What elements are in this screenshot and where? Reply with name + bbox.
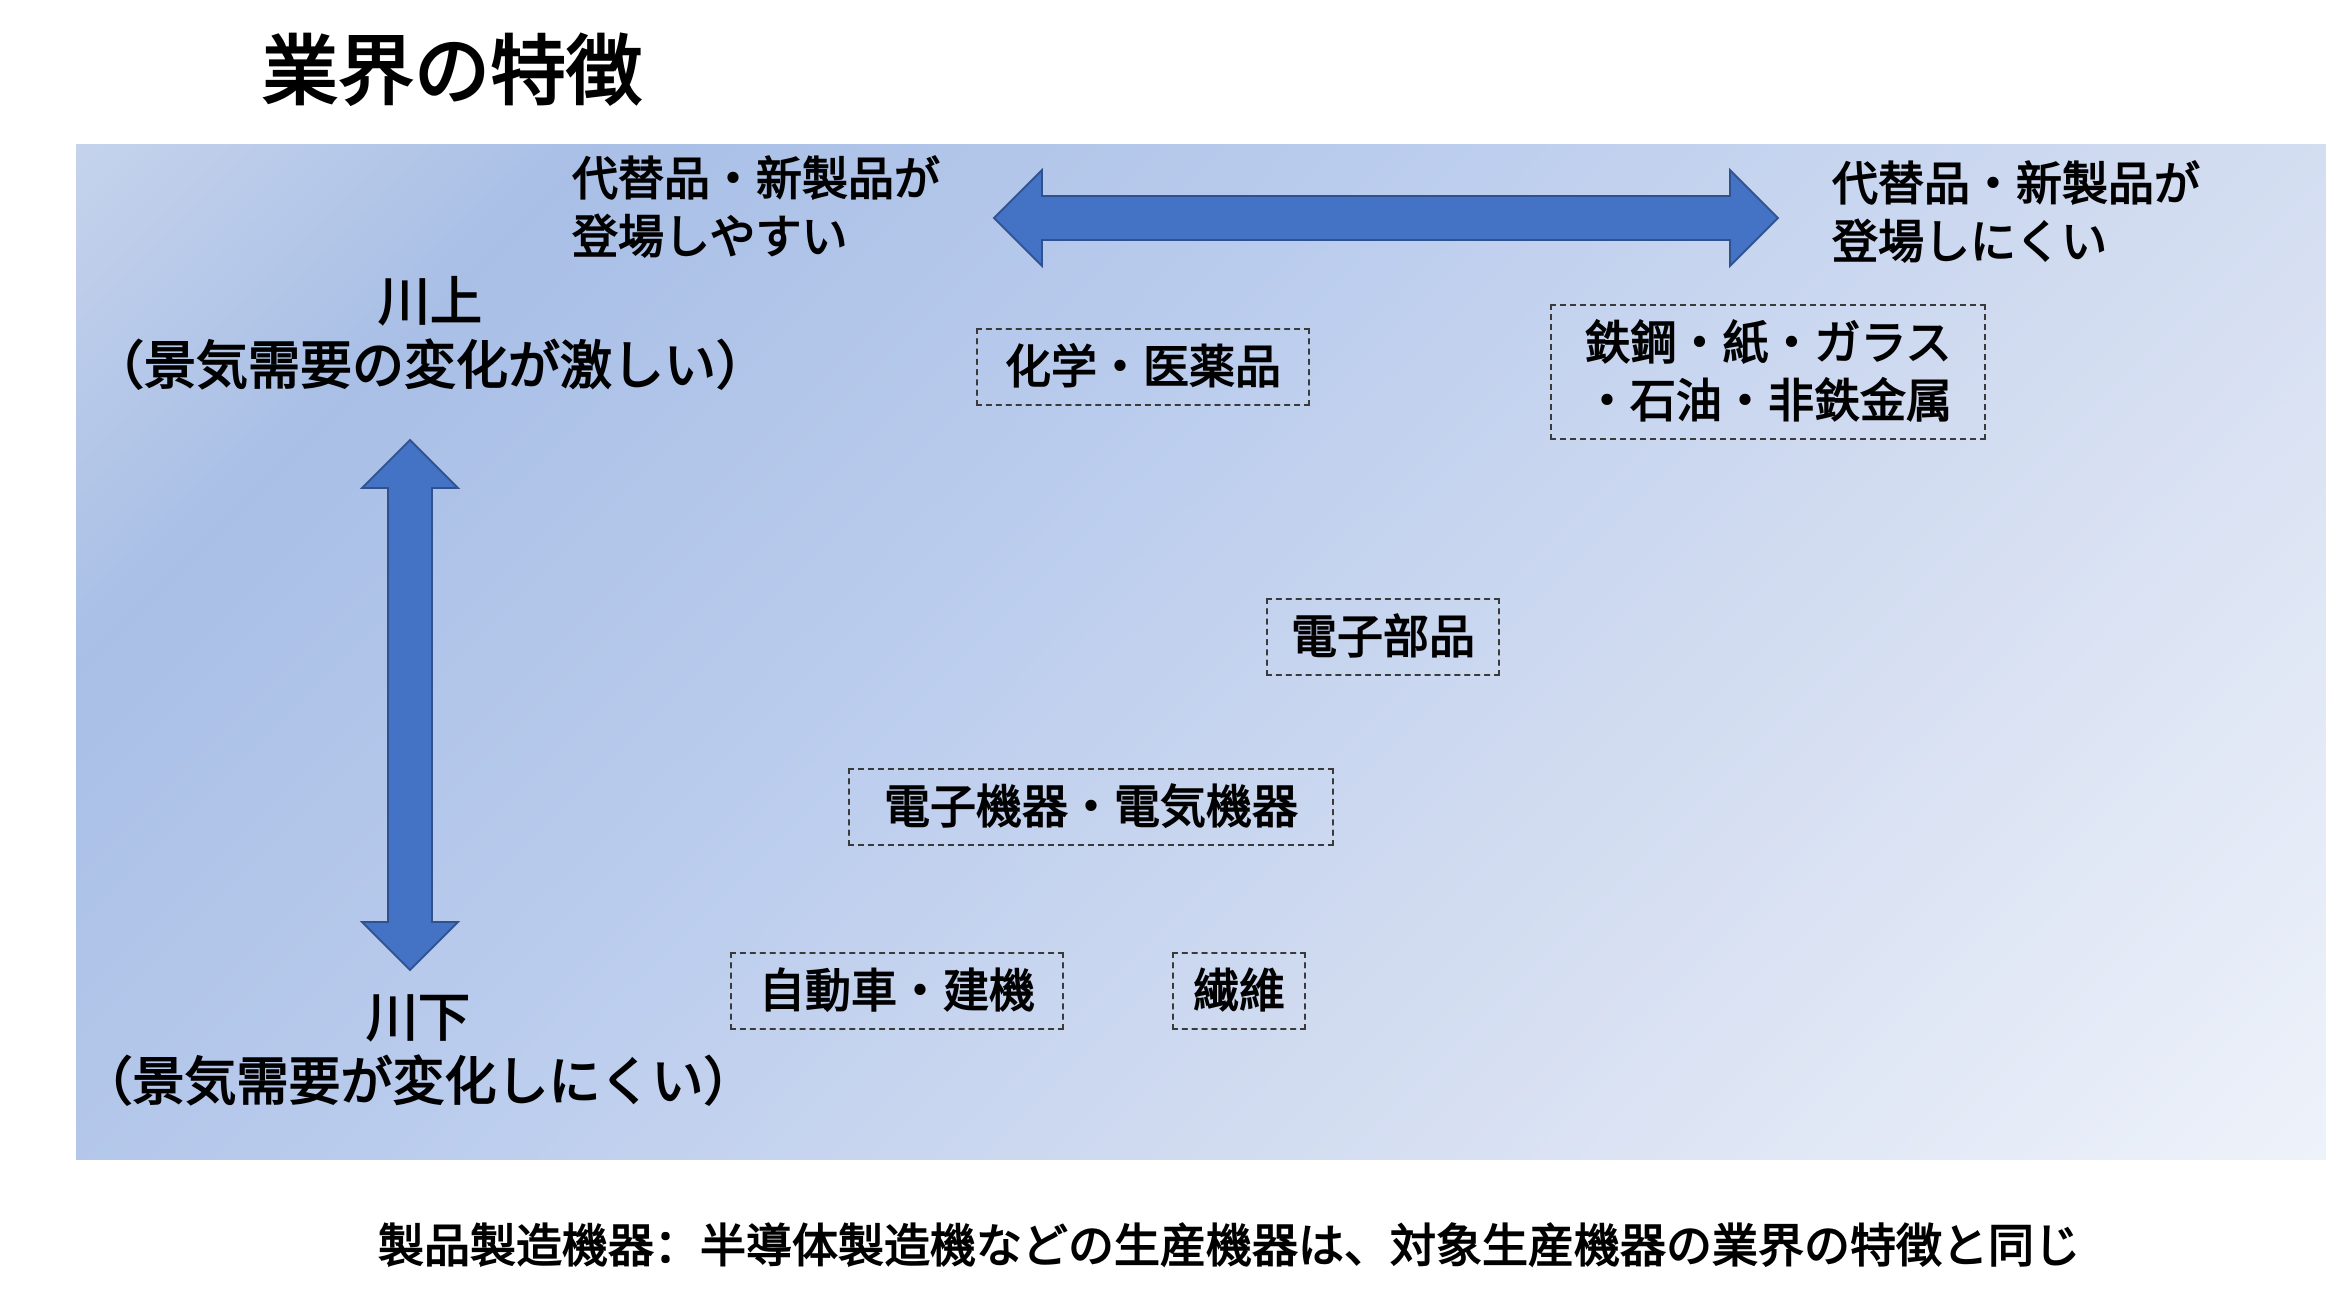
axis-downstream-subtitle: （景気需要が変化しにくい） <box>80 1053 756 1113</box>
axis-top-right-label-line2: 登場しにくい <box>1832 215 2108 269</box>
industry-label-materials-line2: ・石油・非鉄金属 <box>1584 374 1952 428</box>
axis-top-left-label: 代替品・新製品が 登場しやすい <box>572 150 940 266</box>
axis-top-left-label-line2: 登場しやすい <box>572 210 848 264</box>
industry-box-fiber: 繊維 <box>1172 952 1306 1030</box>
axis-top-right-label: 代替品・新製品が 登場しにくい <box>1832 155 2200 271</box>
industry-box-electronic-parts: 電子部品 <box>1266 598 1500 676</box>
footer-note: 製品製造機器：半導体製造機などの生産機器は、対象生産機器の業界の特徴と同じ <box>378 1219 2080 1273</box>
industry-label-electronics: 電子機器・電気機器 <box>884 780 1298 834</box>
industry-box-electronics: 電子機器・電気機器 <box>848 768 1334 846</box>
axis-downstream-title: 川下 <box>365 989 470 1049</box>
diagram-panel <box>76 144 2326 1160</box>
industry-label-fiber: 繊維 <box>1193 964 1285 1018</box>
industry-label-materials: 鉄鋼・紙・ガラス ・石油・非鉄金属 <box>1584 314 1952 430</box>
vertical-double-arrow-icon <box>359 438 461 972</box>
horizontal-double-arrow-icon <box>992 167 1780 269</box>
industry-label-materials-line1: 鉄鋼・紙・ガラス <box>1584 316 1952 370</box>
axis-upstream-subtitle: （景気需要の変化が激しい） <box>91 337 768 397</box>
industry-box-chemical: 化学・医薬品 <box>976 328 1310 406</box>
page-title: 業界の特徴 <box>262 27 642 116</box>
axis-upstream-title: 川上 <box>377 273 482 333</box>
industry-label-auto: 自動車・建機 <box>759 964 1035 1018</box>
industry-box-auto: 自動車・建機 <box>730 952 1064 1030</box>
axis-upstream-label: 川上 （景気需要の変化が激しい） <box>76 272 784 400</box>
industry-label-chemical: 化学・医薬品 <box>1005 340 1281 394</box>
axis-downstream-label: 川下 （景気需要が変化しにくい） <box>58 988 778 1116</box>
industry-box-materials: 鉄鋼・紙・ガラス ・石油・非鉄金属 <box>1550 304 1986 440</box>
axis-top-left-label-line1: 代替品・新製品が <box>572 152 940 206</box>
axis-top-right-label-line1: 代替品・新製品が <box>1832 157 2200 211</box>
industry-label-electronic-parts: 電子部品 <box>1291 610 1475 664</box>
